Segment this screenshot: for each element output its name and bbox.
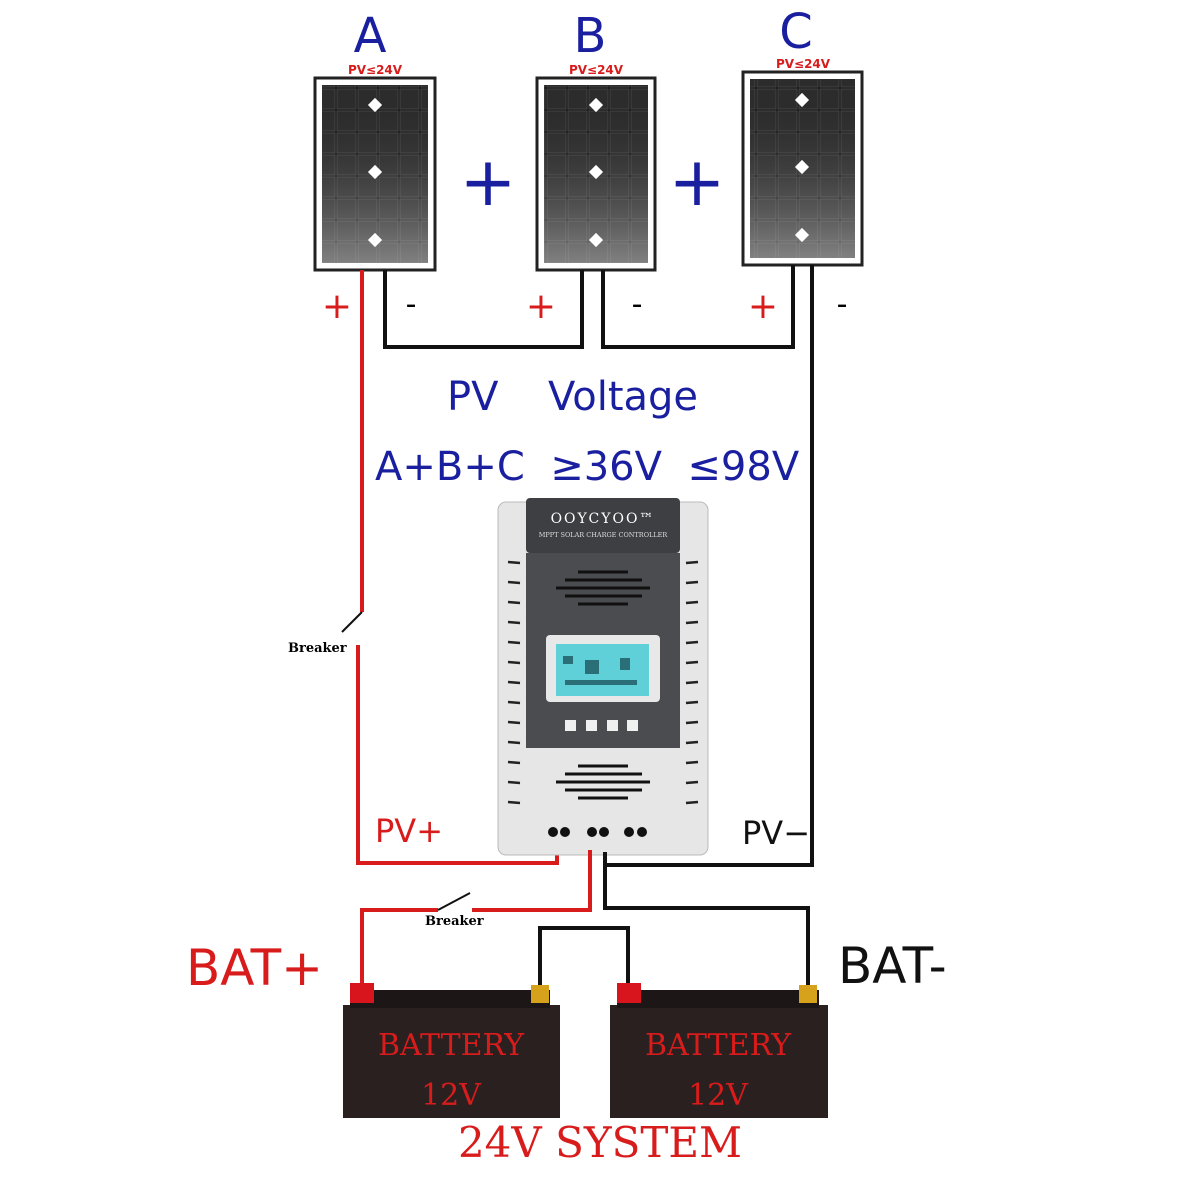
battery-2: BATTERY 12V (610, 983, 828, 1118)
bat-minus-label: BAT- (838, 937, 947, 995)
battery-wires (360, 850, 810, 992)
battery-1-voltage: 12V (421, 1078, 482, 1113)
bat-plus-label: BAT+ (186, 939, 323, 997)
series-plus-bc: + (669, 143, 726, 222)
panel-a-rating: PV≤24V (348, 63, 403, 77)
panel-b-minus: - (632, 287, 643, 322)
solar-panel-b (535, 76, 657, 272)
enter-button[interactable] (627, 720, 638, 731)
panel-c-rating: PV≤24V (776, 57, 831, 71)
pv-voltage-label-pv: PV (447, 374, 499, 420)
battery-2-label: BATTERY (645, 1028, 792, 1063)
pv-voltage-range: A+B+C ≥36V ≤98V (375, 444, 800, 490)
breaker-pv-label: Breaker (288, 641, 347, 656)
terminals (548, 827, 647, 837)
battery-1-label: BATTERY (378, 1028, 525, 1063)
down-button[interactable] (607, 720, 618, 731)
controller-brand: OOYCYOO™ (551, 511, 656, 527)
menu-button[interactable] (565, 720, 576, 731)
panel-series-wires (341, 265, 814, 867)
pv-minus-label: PV− (742, 814, 810, 852)
panel-a-plus: + (322, 286, 352, 327)
panel-a-label: A (354, 8, 387, 64)
panel-b-rating: PV≤24V (569, 63, 624, 77)
panel-b-plus: + (526, 286, 556, 327)
lcd-screen (556, 644, 649, 696)
solar-panel-a (313, 76, 437, 272)
vent-slots (507, 560, 699, 805)
breaker-bat-label: Breaker (425, 914, 484, 929)
up-button[interactable] (586, 720, 597, 731)
panel-c-label: C (779, 4, 813, 60)
battery-2-voltage: 12V (688, 1078, 749, 1113)
system-label: 24V SYSTEM (458, 1118, 742, 1167)
controller-subtitle: MPPT SOLAR CHARGE CONTROLLER (539, 531, 669, 539)
pv-plus-label: PV+ (375, 812, 443, 850)
series-plus-ab: + (460, 143, 517, 222)
battery-1: BATTERY 12V (343, 983, 560, 1118)
charge-controller: OOYCYOO™ MPPT SOLAR CHARGE CONTROLLER (497, 498, 709, 856)
panel-c-minus: - (837, 287, 848, 322)
panel-c-plus: + (748, 286, 778, 327)
solar-panel-c (741, 70, 864, 267)
panel-a-minus: - (406, 287, 417, 322)
panel-b-label: B (574, 8, 607, 64)
pv-voltage-label-voltage: Voltage (548, 374, 698, 420)
controller-buttons (565, 720, 638, 731)
